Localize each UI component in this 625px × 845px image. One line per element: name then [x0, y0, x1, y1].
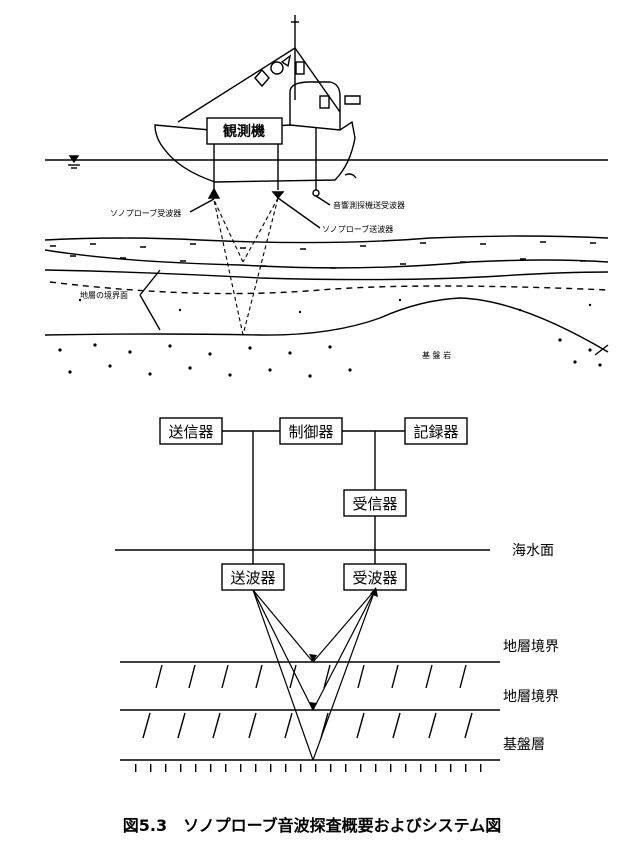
- box-transmitter-label: 送波器: [230, 569, 275, 587]
- label-receiver: ソノプローブ受波器: [110, 208, 181, 218]
- flag-icons: [254, 54, 305, 88]
- label-boundary: 地層の境界面: [80, 290, 128, 300]
- ship-hull: [154, 120, 356, 183]
- box-receiver-unit-label: 受信器: [352, 495, 397, 513]
- layer-boundary-top: [44, 249, 609, 269]
- label-boundary-1: 地層境界: [503, 639, 559, 655]
- label-transmitter: ソノプローブ送波器: [322, 224, 393, 234]
- label-boundary-2: 地層境界: [503, 689, 559, 705]
- label-bedrock: 基 盤 岩: [422, 350, 451, 360]
- seabed-line: [44, 235, 609, 244]
- bedrock-boundary: [44, 297, 609, 353]
- hatch-2: [142, 712, 473, 739]
- figure-caption: 図5.3 ソノプローブ音波探査概要およびシステム図: [123, 816, 501, 835]
- ship-cabin: [289, 81, 341, 130]
- basement-texture: [135, 764, 482, 772]
- echo-sounder-icon: [312, 189, 320, 197]
- box-recorder-label: 記録器: [413, 423, 458, 441]
- ray-paths: [252, 589, 376, 761]
- label-echo-sounder: 音響測探機送受波器: [333, 200, 405, 210]
- ship-label: 観測機: [223, 123, 265, 140]
- sono-probe-transmitter-icon: [271, 191, 285, 200]
- box-controller-label: 制御器: [288, 423, 333, 441]
- label-basement: 基盤層: [503, 736, 545, 753]
- ship-label-board: [206, 117, 283, 145]
- bedrock-dots: [58, 298, 602, 378]
- water-level-icon: [68, 155, 80, 169]
- box-sender-label: 送信器: [168, 423, 213, 441]
- sono-probe-receiver-icon: [207, 187, 221, 199]
- label-sea-surface: 海水面: [512, 543, 554, 559]
- box-receiver-label: 受波器: [352, 569, 397, 587]
- hatch-1: [155, 664, 467, 689]
